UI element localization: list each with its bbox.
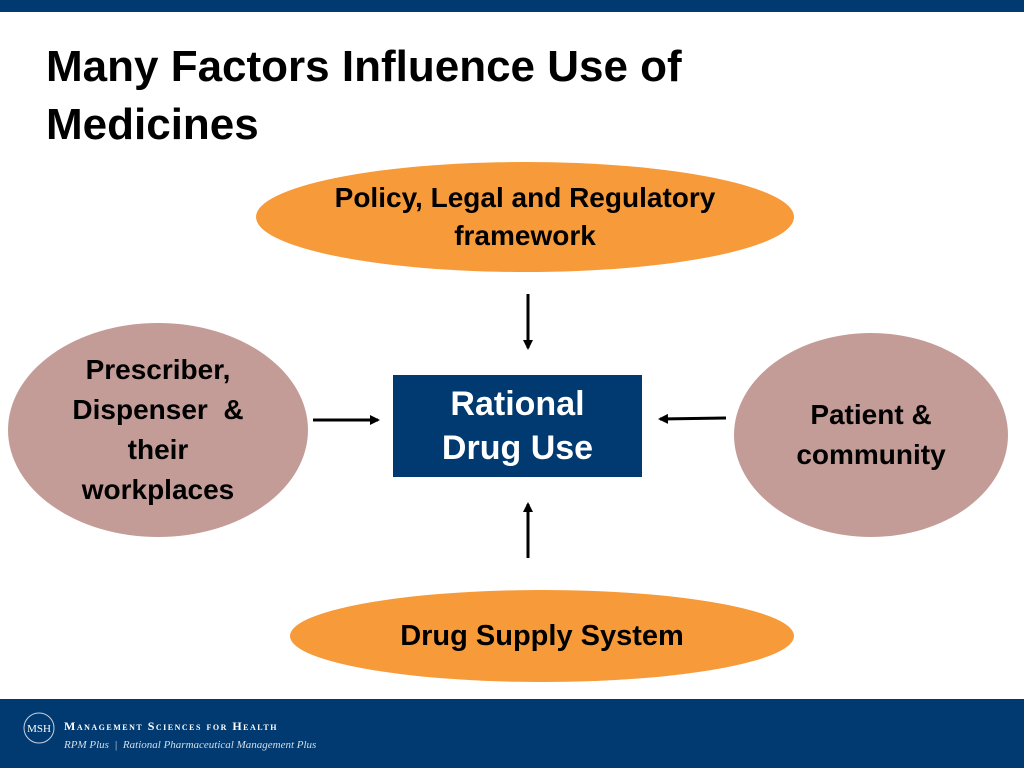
- policy-node-line-1: Policy, Legal and Regulatory: [334, 182, 716, 213]
- patient-community-node: Patient & community: [734, 333, 1008, 537]
- program-name: RPM Plus | Rational Pharmaceutical Manag…: [64, 739, 317, 751]
- rational-drug-use-box: Rational Drug Use: [393, 375, 642, 477]
- drug-supply-system-node: Drug Supply System: [290, 590, 794, 682]
- prescriber-node-line-3: their: [127, 434, 189, 465]
- patient-node-line-1: Patient &: [810, 399, 932, 430]
- msh-logo-text: MSH: [27, 723, 51, 735]
- prescriber-dispenser-node: Prescriber, Dispenser & their workplaces: [8, 323, 308, 537]
- policy-legal-regulatory-node: Policy, Legal and Regulatory framework: [256, 162, 794, 272]
- arrow-from-patient: [658, 413, 727, 424]
- title-line-1: Many Factors Influence Use of: [46, 42, 682, 91]
- prescriber-node-line-2: Dispenser &: [72, 394, 244, 425]
- patient-node-line-2: community: [796, 439, 946, 470]
- policy-node-line-2: framework: [454, 220, 596, 251]
- top-accent-bar: [0, 0, 1024, 12]
- organization-name: Management Sciences for Health: [64, 719, 278, 733]
- center-box-line-1: Rational: [450, 385, 585, 423]
- drug-supply-label: Drug Supply System: [400, 619, 684, 652]
- slide-title: Many Factors Influence Use of Medicines: [46, 38, 946, 154]
- prescriber-node-line-1: Prescriber,: [85, 354, 231, 385]
- center-box-line-2: Drug Use: [441, 429, 594, 467]
- prescriber-node-line-4: workplaces: [81, 474, 235, 505]
- title-line-2: Medicines: [46, 100, 259, 149]
- footer-bar: MSH Management Sciences for Health RPM P…: [0, 699, 1024, 768]
- msh-logo-icon: MSH: [23, 712, 55, 744]
